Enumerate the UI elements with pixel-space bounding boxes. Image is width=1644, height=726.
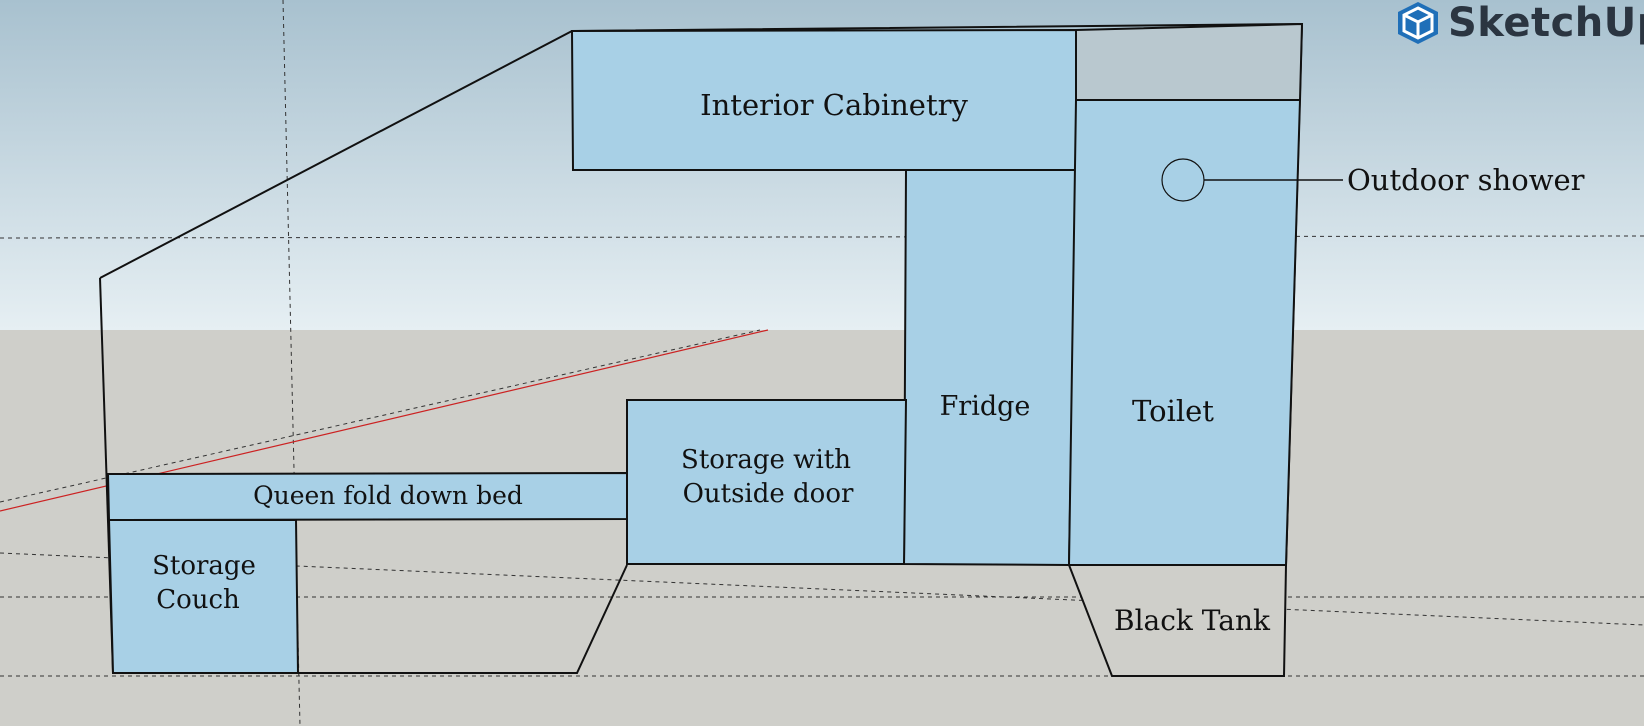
label-outdoor-shower: Outdoor shower	[1347, 163, 1585, 197]
label-toilet: Toilet	[1132, 394, 1214, 428]
storage-couch-block[interactable]	[107, 519, 300, 674]
label-interior-cabinetry: Interior Cabinetry	[700, 88, 968, 122]
fridge-block[interactable]	[902, 169, 1078, 567]
queen-bed-block[interactable]	[106, 471, 628, 522]
sketchup-logo: SketchUp	[1394, 0, 1644, 48]
label-storage-couch-line1: Storage	[152, 551, 256, 581]
toilet-block[interactable]	[1067, 99, 1302, 566]
label-storage-outside-line1: Storage with	[681, 445, 851, 475]
label-storage-outside-line2: Outside door	[683, 479, 854, 509]
sketchup-cube-icon	[1398, 2, 1438, 44]
label-fridge: Fridge	[940, 391, 1031, 422]
label-black-tank: Black Tank	[1114, 604, 1271, 637]
label-storage-couch-line2: Couch	[156, 585, 240, 615]
label-queen-bed: Queen fold down bed	[253, 481, 523, 510]
app-name: SketchUp	[1448, 0, 1644, 46]
top-right-block	[1075, 22, 1304, 101]
black-tank-block[interactable]	[1067, 564, 1288, 677]
